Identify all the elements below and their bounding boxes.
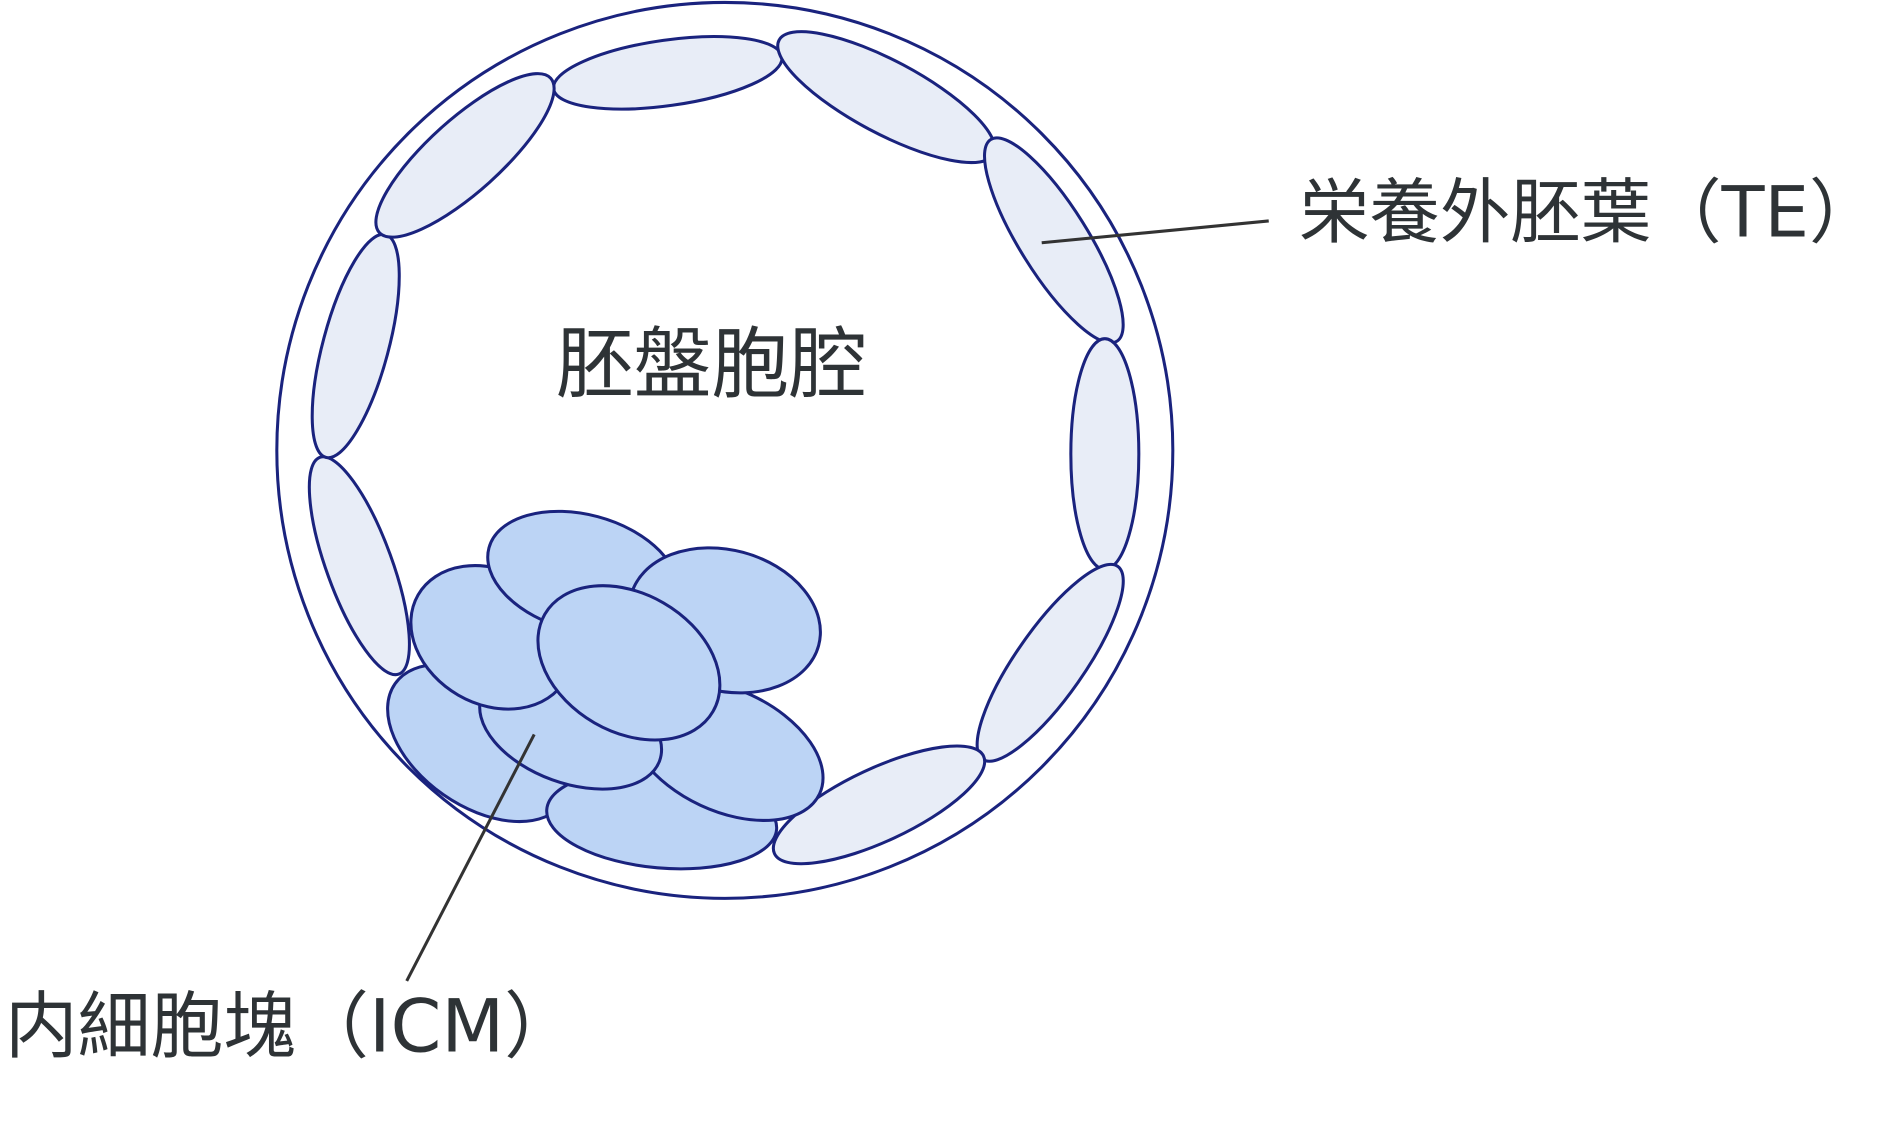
icm-cell [536,584,722,742]
icm-leader-line [405,733,536,982]
label-blastocoel: 胚盤胞腔 [556,320,867,410]
te-cell [1069,337,1141,571]
inner-cell-mass-cells [386,509,825,871]
te-leader-line [1041,219,1269,245]
te-cell [307,455,411,677]
te-cell [771,744,987,866]
te-cell [374,72,556,239]
label-trophectoderm: 栄養外胚葉（TE） [1299,172,1879,254]
label-inner-cell-mass: 内細胞塊（ICM） [5,984,577,1069]
